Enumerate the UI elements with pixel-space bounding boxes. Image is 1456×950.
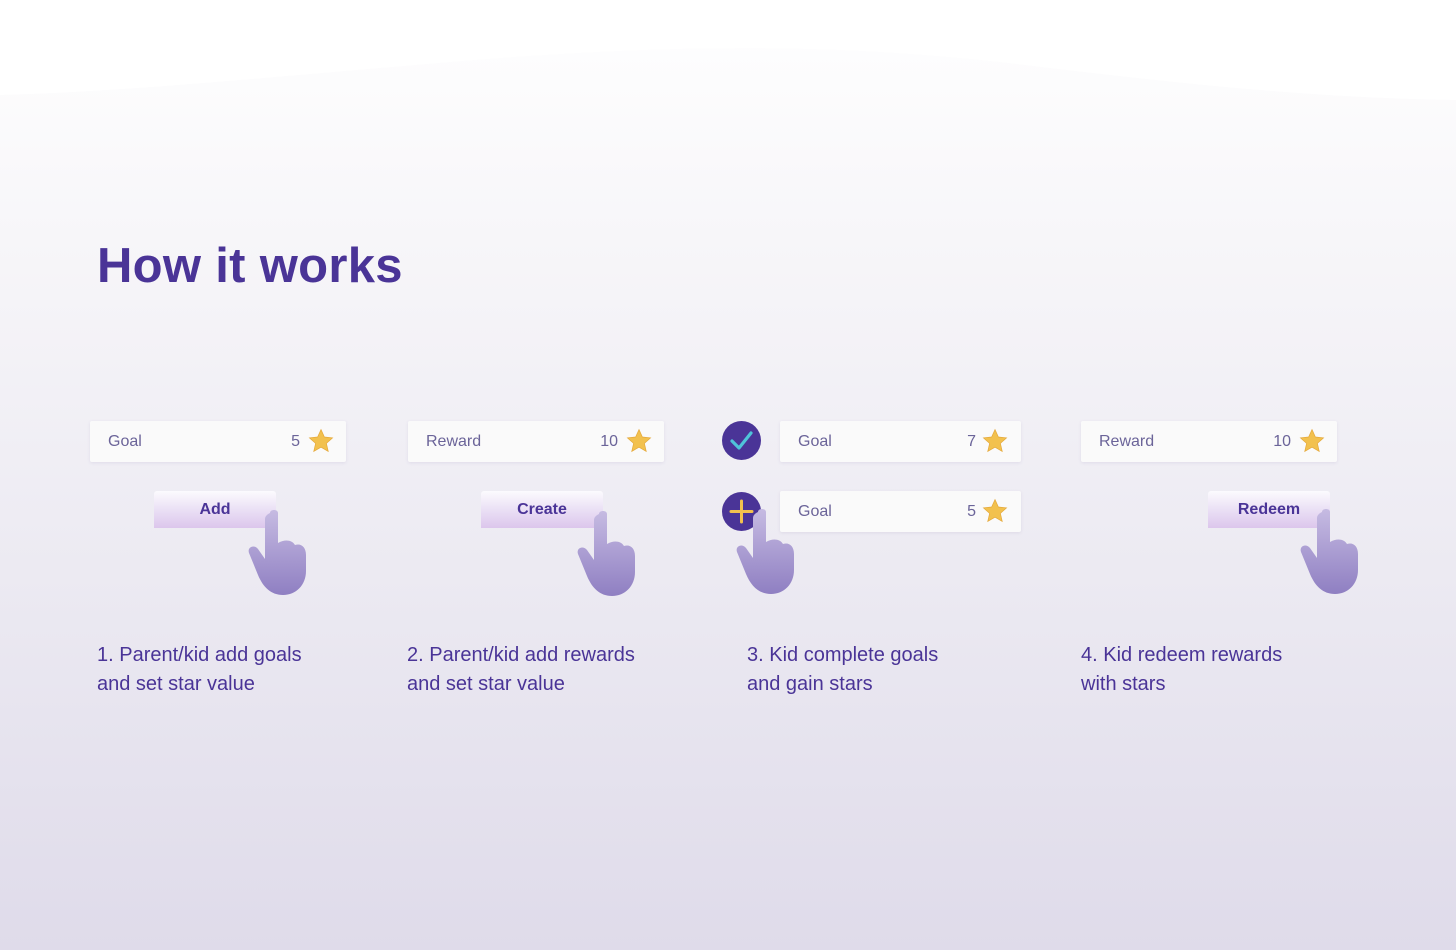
card-label: Goal [798,503,832,520]
background-wave [0,0,1456,100]
reward-card: Reward 10 [408,421,664,462]
star-icon [1299,428,1325,453]
add-button[interactable]: Add [154,491,276,528]
goal-card: Goal 5 [90,421,346,462]
card-star-value: 10 [600,433,618,450]
redeem-button[interactable]: Redeem [1208,491,1330,528]
pointing-hand-icon [1300,509,1358,594]
card-star-value: 10 [1273,433,1291,450]
step-description: 3. Kid complete goals and gain stars [747,644,939,695]
card-star-value: 5 [291,433,300,450]
star-icon [982,498,1008,523]
reward-card: Reward 10 [1081,421,1337,462]
checkmark-icon [730,431,753,450]
star-icon [982,428,1008,453]
card-label: Goal [108,433,142,450]
pointing-hand-icon [736,509,794,594]
plus-icon [729,499,754,524]
card-star-value: 7 [967,433,976,450]
goal-card-completed: Goal 7 [780,421,1021,462]
complete-goal-button[interactable] [722,421,761,460]
step-description: 2. Parent/kid add rewards and set star v… [407,644,635,695]
step-description: 4. Kid redeem rewards with stars [1081,644,1283,695]
page-title: How it works [97,239,403,293]
pointing-hand-icon [577,511,635,596]
step-description: 1. Parent/kid add goals and set star val… [97,644,302,695]
pointing-hand-icon [248,510,306,595]
goal-card: Goal 5 [780,491,1021,532]
card-label: Goal [798,433,832,450]
card-label: Reward [1099,433,1155,450]
card-label: Reward [426,433,482,450]
create-button[interactable]: Create [481,491,603,528]
star-icon [308,428,334,453]
star-icon [626,428,652,453]
card-star-value: 5 [967,503,976,520]
